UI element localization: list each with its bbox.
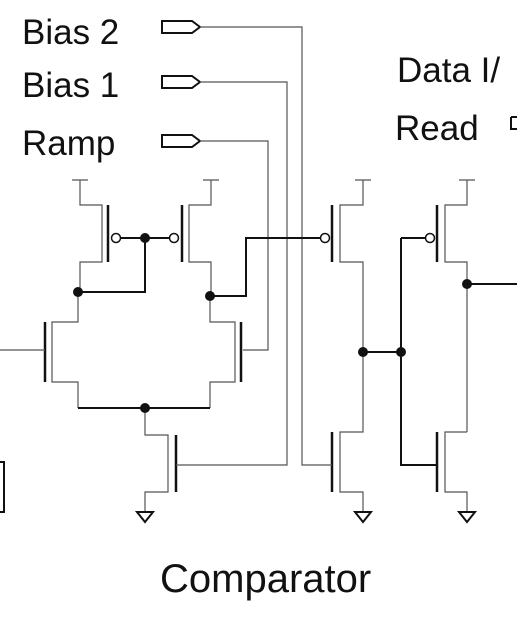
pmos-load-left <box>72 179 122 292</box>
data-label: Data I/ <box>397 51 500 90</box>
pmos-mid <box>319 179 371 352</box>
pmos-bubble-icon <box>319 232 331 244</box>
junction-dot-icon <box>73 233 472 413</box>
ramp-pin-icon <box>161 134 269 351</box>
ramp-label: Ramp <box>22 124 115 163</box>
bias2-label: Bias 2 <box>22 13 119 52</box>
bias2-pin-icon <box>161 20 330 466</box>
left-terminal <box>0 461 5 513</box>
nmos-mid <box>330 352 374 524</box>
pmos-bubble-icon <box>424 232 436 244</box>
pmos-out <box>424 179 475 432</box>
ground-icon <box>456 511 478 524</box>
read-pin-icon <box>510 116 517 130</box>
read-label: Read <box>395 109 479 148</box>
bias1-pin-icon <box>161 75 288 466</box>
pmos-bubble-icon <box>168 232 180 244</box>
nmos-tail <box>134 408 180 524</box>
pmos-load-right <box>168 179 219 292</box>
bias1-label: Bias 1 <box>22 66 119 105</box>
nmos-out <box>435 431 478 524</box>
pmos-bubble-icon <box>110 232 122 244</box>
ground-icon <box>352 511 374 524</box>
nmos-input-right <box>209 296 243 408</box>
title-label: Comparator <box>160 557 371 601</box>
nmos-input-left <box>0 292 79 408</box>
ground-icon <box>134 511 156 524</box>
